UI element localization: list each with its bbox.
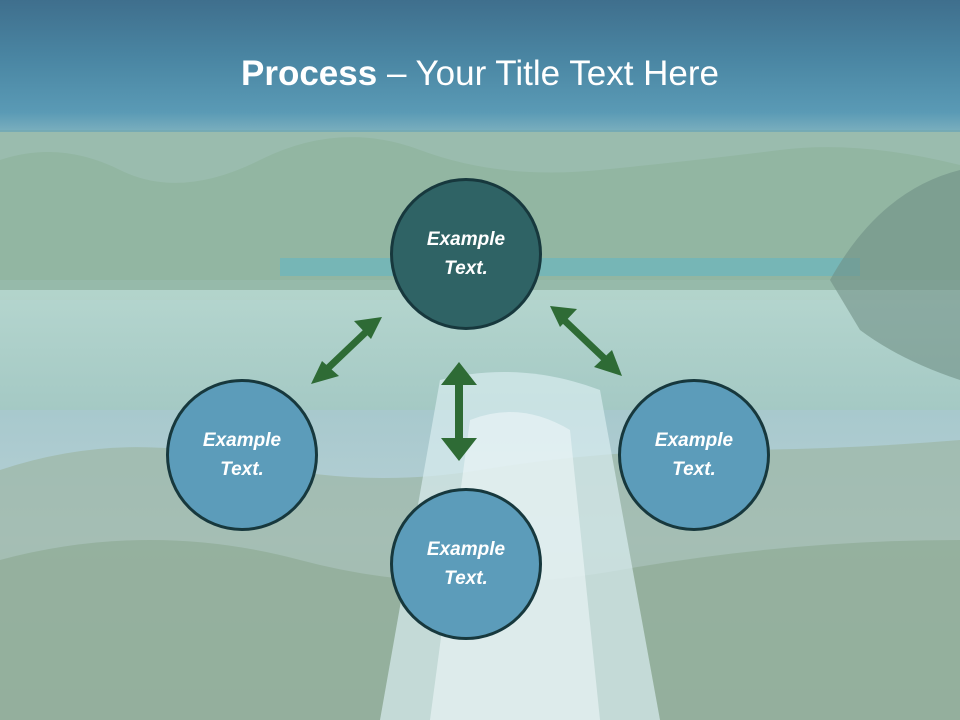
process-node-right: Example Text.	[618, 379, 770, 531]
node-label-top: Example Text.	[426, 229, 506, 279]
node-label-left: Example Text.	[202, 430, 282, 480]
node-label-right: Example Text.	[654, 430, 734, 480]
process-node-top: Example Text.	[390, 178, 542, 330]
node-label-bottom: Example Text.	[426, 539, 506, 589]
title-banner	[0, 0, 960, 132]
title-rest-part: – Your Title Text Here	[377, 54, 719, 93]
process-node-left: Example Text.	[166, 379, 318, 531]
double-arrow-top-right	[550, 306, 622, 376]
double-arrow-top-left	[311, 317, 382, 384]
process-node-bottom: Example Text.	[390, 488, 542, 640]
double-arrow-vertical	[441, 362, 477, 461]
title-bold-part: Process	[241, 54, 378, 93]
slide-title: Process – Your Title Text Here	[0, 52, 960, 96]
